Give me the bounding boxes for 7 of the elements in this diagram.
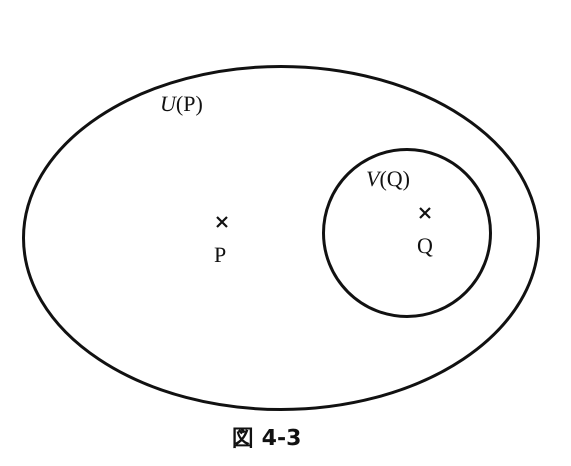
set-circle xyxy=(322,148,492,318)
figure-caption: 図 4-3 xyxy=(232,428,302,450)
point-label: Q xyxy=(417,235,433,257)
point-label: P xyxy=(214,244,226,266)
set-ellipse xyxy=(22,65,540,411)
set-label: V(Q) xyxy=(366,168,410,190)
set-label: U(P) xyxy=(160,93,203,115)
